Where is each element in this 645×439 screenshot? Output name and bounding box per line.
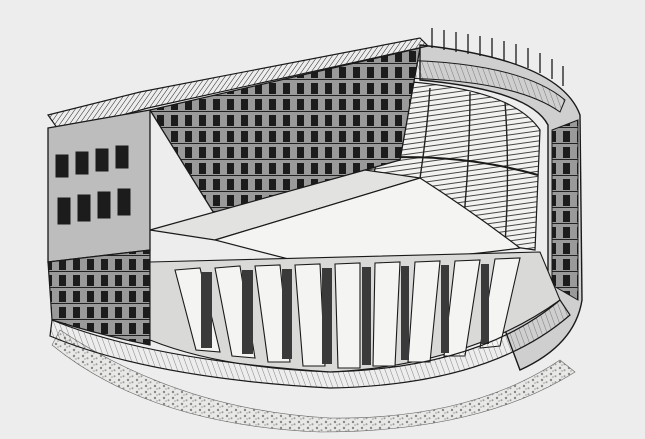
rooftop-masts (431, 28, 564, 86)
rubble-ground (51, 329, 576, 433)
vault-shadows (201, 264, 489, 365)
outer-wall-arcades (551, 119, 579, 301)
stage-building-end-wall (47, 109, 151, 263)
end-wall-arches (55, 145, 131, 225)
outer-arcade-base (49, 299, 571, 389)
upper-colonnade (394, 59, 566, 113)
